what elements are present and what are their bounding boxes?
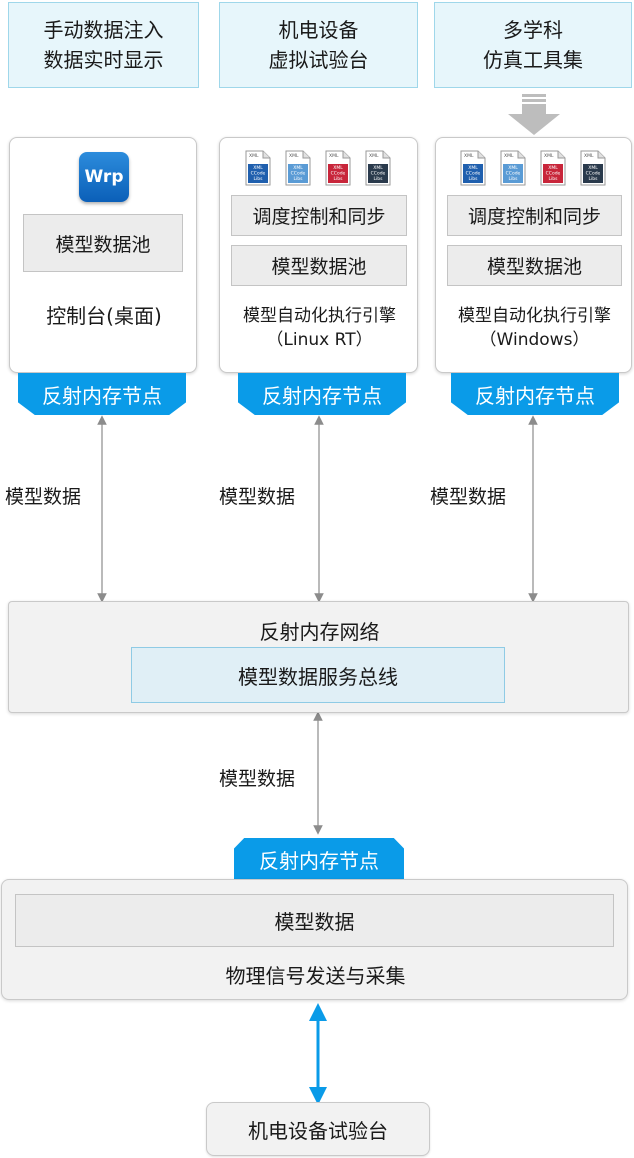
console-caption: 控制台(桌面) [46, 304, 162, 328]
reflective-memory-node-tag: 反射内存节点 [234, 838, 404, 880]
electromechanical-testbench: 机电设备试验台 [206, 1102, 430, 1156]
file-icon-label: XML [333, 165, 343, 171]
file-icon-label: XML [373, 165, 383, 171]
file-icon-label: Libs [374, 176, 384, 182]
file-icon-label: XML [289, 153, 299, 159]
model-data-box: 模型数据 [15, 894, 614, 947]
physical-signal-panel: 模型数据 物理信号发送与采集 [1, 879, 628, 1000]
console-card: Wrp 模型数据池 控制台(桌面) [9, 137, 197, 373]
top-box-manual-injection: 手动数据注入 数据实时显示 [8, 2, 199, 88]
top-box-line2: 虚拟试验台 [268, 48, 369, 72]
file-icon-label: Libs [549, 176, 559, 182]
file-icon-label: Libs [294, 176, 304, 182]
reflective-memory-network-panel: 反射内存网络 模型数据服务总线 [8, 601, 629, 713]
down-arrow-icon [508, 94, 560, 135]
reflective-memory-node-tag: 反射内存节点 [451, 373, 619, 415]
engine-caption-line2: （Windows） [479, 330, 590, 350]
top-box-simulation-tools: 多学科 仿真工具集 [434, 2, 632, 88]
file-icon-label: CCode [251, 171, 266, 177]
model-data-pool-box: 模型数据池 [447, 245, 622, 286]
file-icon-label: Libs [469, 176, 479, 182]
reflective-memory-node-tag: 反射内存节点 [238, 373, 406, 415]
file-icon-label: XML [369, 153, 379, 159]
file-icon-label: XML [249, 153, 259, 159]
physical-signal-caption: 物理信号发送与采集 [225, 964, 406, 988]
reflective-memory-node-tag: 反射内存节点 [18, 373, 186, 415]
file-icon-label: Libs [509, 176, 519, 182]
top-box-virtual-testbench: 机电设备 虚拟试验台 [219, 2, 418, 88]
file-icon-label: XML [464, 153, 474, 159]
file-icon-label: XML [588, 165, 598, 171]
scheduling-sync-box: 调度控制和同步 [447, 195, 622, 236]
top-box-line2: 仿真工具集 [483, 48, 583, 72]
engine-caption-line1: 模型自动化执行引擎 [458, 306, 611, 326]
file-icon-label: Libs [334, 176, 344, 182]
file-icon-label: Libs [589, 176, 599, 182]
model-data-pool-box: 模型数据池 [231, 245, 407, 286]
model-data-pool-box: 模型数据池 [23, 214, 183, 272]
file-icon-label: XML [548, 165, 558, 171]
file-icon-label: XML [329, 153, 339, 159]
file-icon-label: CCode [466, 171, 481, 177]
scheduling-sync-box: 调度控制和同步 [231, 195, 407, 236]
file-icon-label: CCode [506, 171, 521, 177]
file-icon-label: CCode [331, 171, 346, 177]
file-icon-label: XML [468, 165, 478, 171]
top-box-line1: 手动数据注入 [43, 18, 164, 42]
file-icon-label: XML [504, 153, 514, 159]
file-icon-label: XML [584, 153, 594, 159]
top-box-line1: 机电设备 [278, 18, 359, 42]
file-icon-label: CCode [546, 171, 561, 177]
file-icon-label: CCode [371, 171, 386, 177]
file-icon-label: XML [508, 165, 518, 171]
engine-caption-line1: 模型自动化执行引擎 [243, 306, 396, 326]
top-box-line1: 多学科 [503, 18, 563, 42]
model-data-label: 模型数据 [219, 486, 296, 508]
file-icon-label: XML [253, 165, 263, 171]
file-icon-label: XML [544, 153, 554, 159]
network-title: 反射内存网络 [259, 620, 380, 644]
file-icon-label: CCode [586, 171, 601, 177]
top-box-line2: 数据实时显示 [43, 48, 164, 72]
model-data-label: 模型数据 [219, 768, 296, 790]
wrp-logo-icon: Wrp [79, 152, 129, 202]
model-data-label: 模型数据 [5, 486, 82, 508]
file-icon-label: CCode [291, 171, 306, 177]
file-icon-label: Libs [254, 176, 264, 182]
engine-caption-line2: （Linux RT） [266, 330, 373, 350]
file-icon-label: XML [293, 165, 303, 171]
model-data-service-bus: 模型数据服务总线 [131, 647, 505, 703]
model-data-label: 模型数据 [430, 486, 507, 508]
